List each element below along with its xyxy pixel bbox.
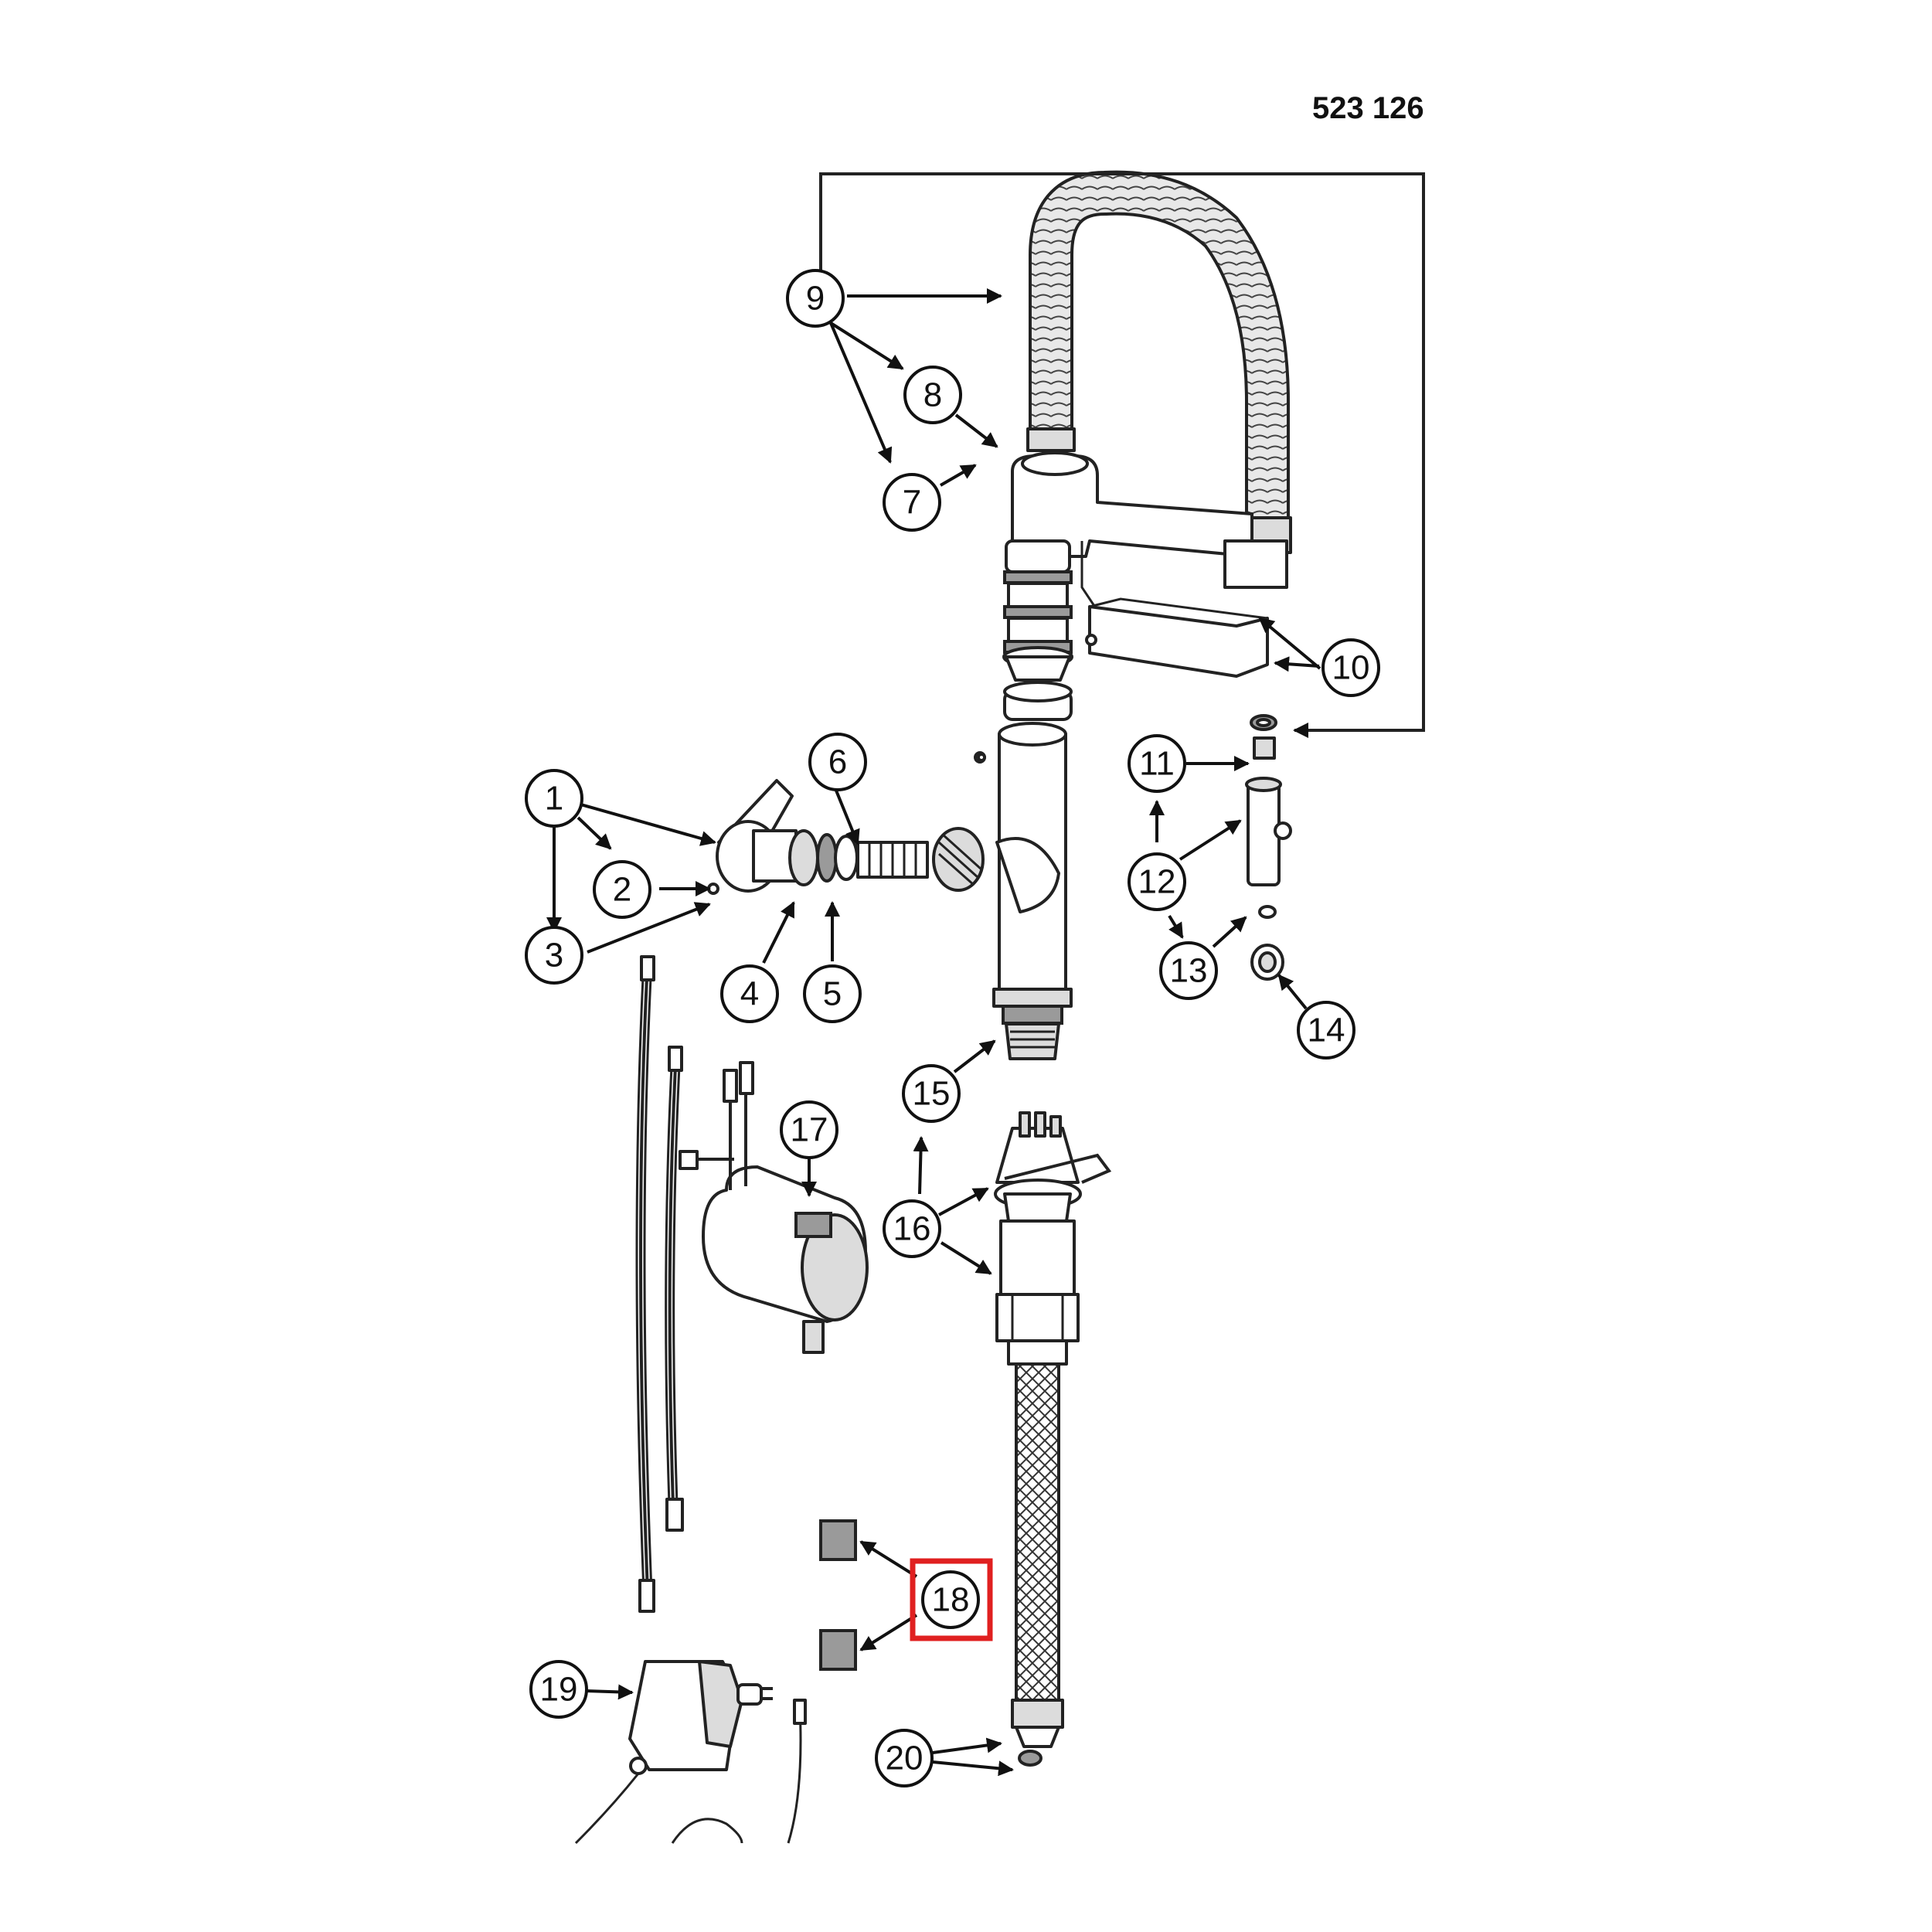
callout-15: 15 bbox=[902, 1064, 961, 1123]
svg-text:11: 11 bbox=[1139, 745, 1175, 783]
pull-out-hose bbox=[1026, 170, 1292, 554]
callout-8: 8 bbox=[903, 366, 962, 424]
svg-text:4: 4 bbox=[740, 975, 759, 1013]
svg-text:6: 6 bbox=[828, 743, 847, 781]
callout-19: 19 bbox=[529, 1660, 588, 1719]
svg-text:5: 5 bbox=[823, 975, 842, 1013]
svg-text:20: 20 bbox=[886, 1740, 923, 1777]
svg-text:8: 8 bbox=[923, 376, 942, 414]
svg-text:19: 19 bbox=[540, 1671, 578, 1709]
callout-16: 16 bbox=[883, 1199, 941, 1258]
callout-5: 5 bbox=[803, 964, 862, 1023]
callout-11: 11 bbox=[1128, 734, 1186, 793]
svg-text:10: 10 bbox=[1332, 649, 1370, 687]
callout-20: 20 bbox=[875, 1729, 934, 1787]
drawing-number: 523 126 bbox=[1312, 91, 1424, 125]
callout-12: 12 bbox=[1128, 852, 1186, 911]
svg-text:9: 9 bbox=[806, 280, 825, 318]
mixing-handle bbox=[707, 753, 986, 895]
callout-2: 2 bbox=[593, 860, 651, 919]
svg-text:18: 18 bbox=[932, 1581, 970, 1619]
callout-18-highlight bbox=[910, 1558, 993, 1641]
callout-7: 7 bbox=[883, 473, 941, 532]
callout-14: 14 bbox=[1297, 1001, 1355, 1060]
svg-text:3: 3 bbox=[545, 937, 563, 975]
svg-text:17: 17 bbox=[791, 1111, 828, 1149]
svg-text:1: 1 bbox=[545, 780, 563, 818]
callout-1: 1 bbox=[525, 769, 583, 828]
svg-text:15: 15 bbox=[913, 1075, 951, 1113]
solenoid-valve bbox=[679, 1061, 869, 1354]
swivel-rings bbox=[1002, 539, 1073, 721]
callout-4: 4 bbox=[720, 964, 779, 1023]
adhesive-pads bbox=[819, 1519, 857, 1671]
power-adapter bbox=[574, 1660, 807, 1845]
svg-text:13: 13 bbox=[1170, 952, 1208, 990]
callout-10: 10 bbox=[1321, 638, 1380, 697]
lower-valve-assembly bbox=[994, 1111, 1112, 1767]
spout-bracket bbox=[1085, 597, 1269, 678]
svg-text:7: 7 bbox=[903, 484, 921, 522]
supply-hoses bbox=[635, 955, 684, 1613]
callout-3: 3 bbox=[525, 926, 583, 985]
callout-9: 9 bbox=[786, 269, 845, 328]
svg-text:16: 16 bbox=[893, 1210, 931, 1248]
leader-arrows bbox=[546, 288, 1321, 1777]
svg-text:12: 12 bbox=[1138, 863, 1176, 901]
diverter-parts bbox=[1245, 714, 1292, 981]
callout-13: 13 bbox=[1159, 941, 1218, 1000]
faucet-body bbox=[974, 722, 1073, 1060]
callout-6: 6 bbox=[808, 733, 867, 791]
callout-18: 18 bbox=[910, 1558, 993, 1641]
svg-text:14: 14 bbox=[1308, 1012, 1345, 1049]
callout-17: 17 bbox=[780, 1100, 838, 1159]
assembly-bracket-line bbox=[819, 172, 1425, 738]
svg-text:2: 2 bbox=[613, 871, 631, 909]
